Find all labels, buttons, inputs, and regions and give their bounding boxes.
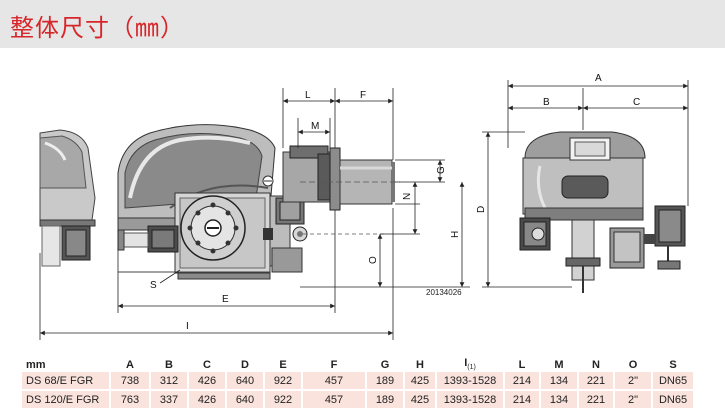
dim-label-S: S	[150, 280, 157, 291]
dimension-lines	[39, 80, 689, 340]
col-header-C: C	[203, 358, 211, 371]
table-cell: DN65	[652, 372, 695, 391]
dim-label-L: L	[305, 90, 311, 101]
table-cell: 2"	[614, 390, 653, 410]
col-header-A: A	[126, 358, 134, 371]
table-cell: 189	[366, 372, 405, 391]
col-header-E: E	[279, 358, 287, 371]
table-cell: 738	[110, 372, 151, 391]
dim-label-A: A	[595, 73, 602, 84]
table-cell: 134	[540, 372, 579, 391]
table-cell: 640	[226, 390, 265, 410]
figure-code: 20134026	[426, 288, 462, 297]
model-cell: DS 68/E FGR	[22, 372, 111, 391]
dimensions-table: mm A B C D E F G H I(1) L M N O S DS 68/…	[22, 357, 695, 410]
table-cell: 189	[366, 390, 405, 410]
table-row: DS 68/E FGR 738 312 426 640 922 457 189 …	[22, 372, 695, 391]
dim-label-I: I	[186, 321, 189, 332]
burner-partial-view	[39, 129, 96, 267]
dim-label-E: E	[222, 294, 229, 305]
dim-label-H: H	[450, 231, 461, 238]
dim-label-B: B	[543, 97, 550, 108]
col-header-D: D	[241, 358, 249, 371]
table-cell: 337	[150, 390, 189, 410]
dim-label-N: N	[402, 193, 413, 200]
dim-label-C: C	[633, 97, 640, 108]
table-cell: 922	[264, 390, 303, 410]
col-header-B: B	[165, 358, 173, 371]
table-cell: 221	[578, 390, 615, 410]
page-title: 整体尺寸（㎜）	[10, 14, 185, 42]
col-header-G: G	[380, 358, 390, 371]
col-header-M: M	[554, 358, 564, 371]
col-header-F: F	[330, 358, 338, 371]
title-bar: 整体尺寸（㎜）	[0, 0, 725, 48]
table-row: DS 120/E FGR 763 337 426 640 922 457 189…	[22, 390, 695, 410]
burner-front-view	[519, 131, 686, 293]
table-cell: 640	[226, 372, 265, 391]
col-header-H: H	[416, 358, 424, 371]
table-cell: 134	[540, 390, 579, 410]
col-header-I-note: (1)	[467, 364, 476, 372]
table-cell: 1393-1528	[436, 390, 505, 410]
model-cell: DS 120/E FGR	[22, 390, 111, 410]
col-header-I: I(1)	[436, 357, 504, 372]
table-cell: 457	[302, 390, 367, 410]
table-cell: 922	[264, 372, 303, 391]
table-header-row: mm A B C D E F G H I(1) L M N O S	[22, 357, 694, 372]
col-header-N: N	[592, 358, 600, 371]
col-header-I-letter: I	[464, 357, 468, 370]
unit-header: mm	[26, 358, 46, 371]
table-cell: 457	[302, 372, 367, 391]
dim-label-D: D	[476, 206, 487, 213]
table-cell: 312	[150, 372, 189, 391]
dim-label-G: G	[436, 166, 447, 174]
col-header-O: O	[628, 358, 638, 371]
table-cell: 221	[578, 372, 615, 391]
table-cell: 425	[404, 372, 437, 391]
burner-side-view	[117, 124, 400, 280]
table-cell: 1393-1528	[436, 372, 505, 391]
dim-label-O: O	[368, 256, 379, 264]
dimension-labels: L F M G N H O E I S A B C D 20134026	[150, 73, 640, 332]
table-cell: 763	[110, 390, 151, 410]
table-cell: DN65	[652, 390, 695, 410]
table-cell: 214	[504, 390, 541, 410]
table-cell: 426	[188, 390, 227, 410]
col-header-S: S	[669, 358, 677, 371]
table-cell: 2"	[614, 372, 653, 391]
col-header-L: L	[518, 358, 526, 371]
table-cell: 214	[504, 372, 541, 391]
dimension-drawing: L F M G N H O E I S A B C D 20134026	[39, 73, 689, 340]
table-cell: 425	[404, 390, 437, 410]
dim-label-F: F	[360, 90, 366, 101]
dim-label-M: M	[311, 121, 319, 132]
table-cell: 426	[188, 372, 227, 391]
